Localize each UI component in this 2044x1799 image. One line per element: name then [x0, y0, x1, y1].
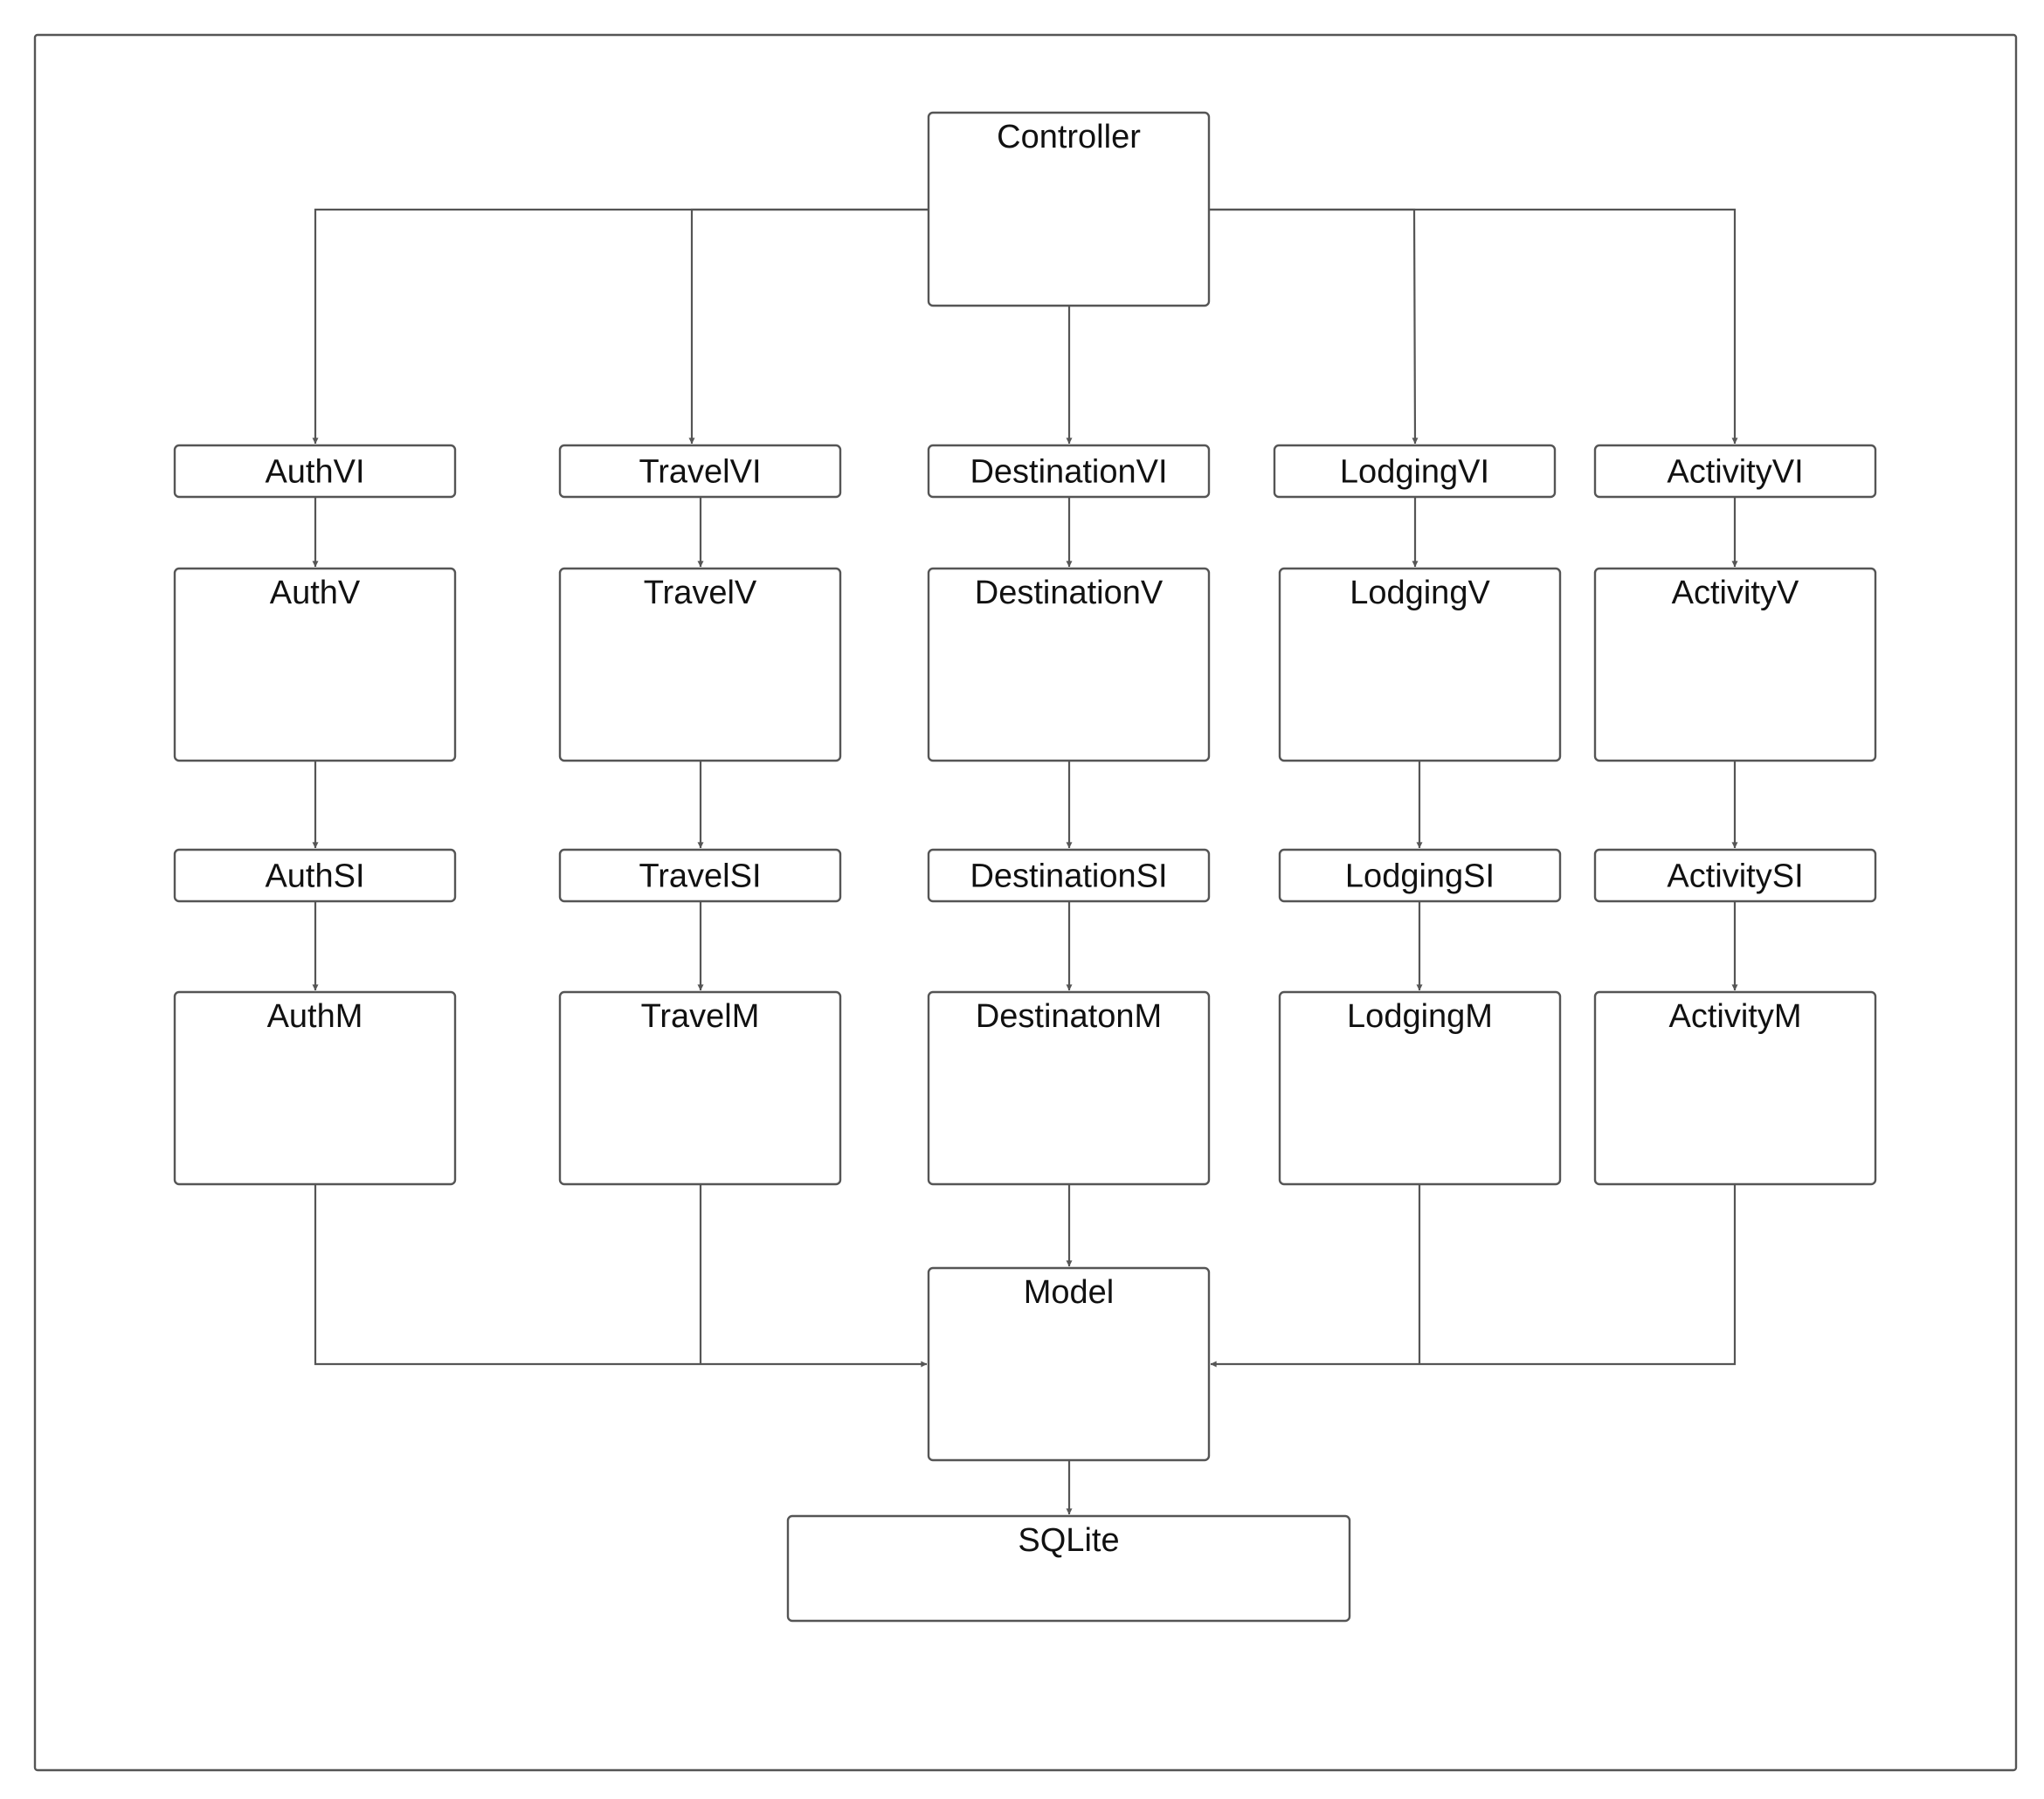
node-activitym: ActivityM — [1593, 990, 1877, 1186]
node-box-travelsi — [558, 848, 842, 903]
edge-controller-to-travelvi — [688, 208, 929, 445]
node-travelv: TravelV — [558, 567, 842, 762]
node-label-activitym: ActivityM — [1669, 998, 1802, 1035]
node-label-lodgingm: LodgingM — [1347, 998, 1493, 1035]
node-box-authv — [173, 567, 457, 762]
node-box-controller — [927, 111, 1211, 307]
node-box-destinatonm — [927, 990, 1211, 1186]
node-lodgingvi: LodgingVI — [1273, 444, 1557, 499]
node-label-destinationsi: DestinationSI — [970, 858, 1167, 895]
node-box-destinationsi — [927, 848, 1211, 903]
node-travelvi: TravelVI — [558, 444, 842, 499]
node-authvi: AuthVI — [173, 444, 457, 499]
node-authm: AuthM — [173, 990, 457, 1186]
node-model: Model — [927, 1266, 1211, 1462]
node-label-activitysi: ActivitySI — [1667, 858, 1803, 895]
node-label-destinationv: DestinationV — [975, 575, 1164, 611]
node-destinationvi: DestinationVI — [927, 444, 1211, 499]
edge-controller-to-activityvi — [1209, 208, 1738, 445]
node-box-destinationv — [927, 567, 1211, 762]
node-label-destinatonm: DestinatonM — [976, 998, 1162, 1035]
node-box-activitym — [1593, 990, 1877, 1186]
node-sqlite: SQLite — [786, 1514, 1351, 1623]
node-box-model — [927, 1266, 1211, 1462]
node-label-activityvi: ActivityVI — [1667, 454, 1803, 491]
node-box-activityv — [1593, 567, 1877, 762]
node-box-lodgingm — [1278, 990, 1562, 1186]
node-activityvi: ActivityVI — [1593, 444, 1877, 499]
node-label-authsi: AuthSI — [265, 858, 364, 895]
node-activitysi: ActivitySI — [1593, 848, 1877, 903]
node-box-activityvi — [1593, 444, 1877, 499]
node-box-lodgingv — [1278, 567, 1562, 762]
node-destinatonm: DestinatonM — [927, 990, 1211, 1186]
edge-activitym-to-model — [1210, 1184, 1737, 1368]
node-box-travelv — [558, 567, 842, 762]
node-lodgingsi: LodgingSI — [1278, 848, 1562, 903]
node-travelsi: TravelSI — [558, 848, 842, 903]
node-label-authvi: AuthVI — [265, 454, 364, 491]
node-label-travelv: TravelV — [644, 575, 757, 611]
node-box-activitysi — [1593, 848, 1877, 903]
node-travelm: TravelM — [558, 990, 842, 1186]
node-label-travelvi: TravelVI — [639, 454, 761, 491]
node-authv: AuthV — [173, 567, 457, 762]
node-box-authvi — [173, 444, 457, 499]
node-box-sqlite — [786, 1514, 1351, 1623]
node-label-controller: Controller — [997, 119, 1141, 155]
node-label-lodgingv: LodgingV — [1350, 575, 1490, 611]
node-box-lodgingsi — [1278, 848, 1562, 903]
node-lodgingm: LodgingM — [1278, 990, 1562, 1186]
node-destinationv: DestinationV — [927, 567, 1211, 762]
node-label-authv: AuthV — [270, 575, 361, 611]
node-box-authm — [173, 990, 457, 1186]
node-label-lodgingsi: LodgingSI — [1345, 858, 1495, 895]
node-box-travelvi — [558, 444, 842, 499]
node-box-authsi — [173, 848, 457, 903]
node-label-travelm: TravelM — [641, 998, 760, 1035]
node-box-destinationvi — [927, 444, 1211, 499]
node-box-lodgingvi — [1273, 444, 1557, 499]
node-box-travelm — [558, 990, 842, 1186]
node-activityv: ActivityV — [1593, 567, 1877, 762]
node-destinationsi: DestinationSI — [927, 848, 1211, 903]
node-label-travelsi: TravelSI — [639, 858, 761, 895]
node-label-sqlite: SQLite — [1018, 1522, 1119, 1559]
node-label-destinationvi: DestinationVI — [970, 454, 1167, 491]
node-authsi: AuthSI — [173, 848, 457, 903]
edges-layer — [312, 208, 1738, 1515]
node-label-model: Model — [1024, 1274, 1115, 1311]
node-lodgingv: LodgingV — [1278, 567, 1562, 762]
node-label-activityv: ActivityV — [1672, 575, 1799, 611]
node-label-lodgingvi: LodgingVI — [1340, 454, 1489, 491]
node-controller: Controller — [927, 111, 1211, 307]
edge-authm-to-model — [314, 1184, 928, 1368]
node-label-authm: AuthM — [267, 998, 363, 1035]
